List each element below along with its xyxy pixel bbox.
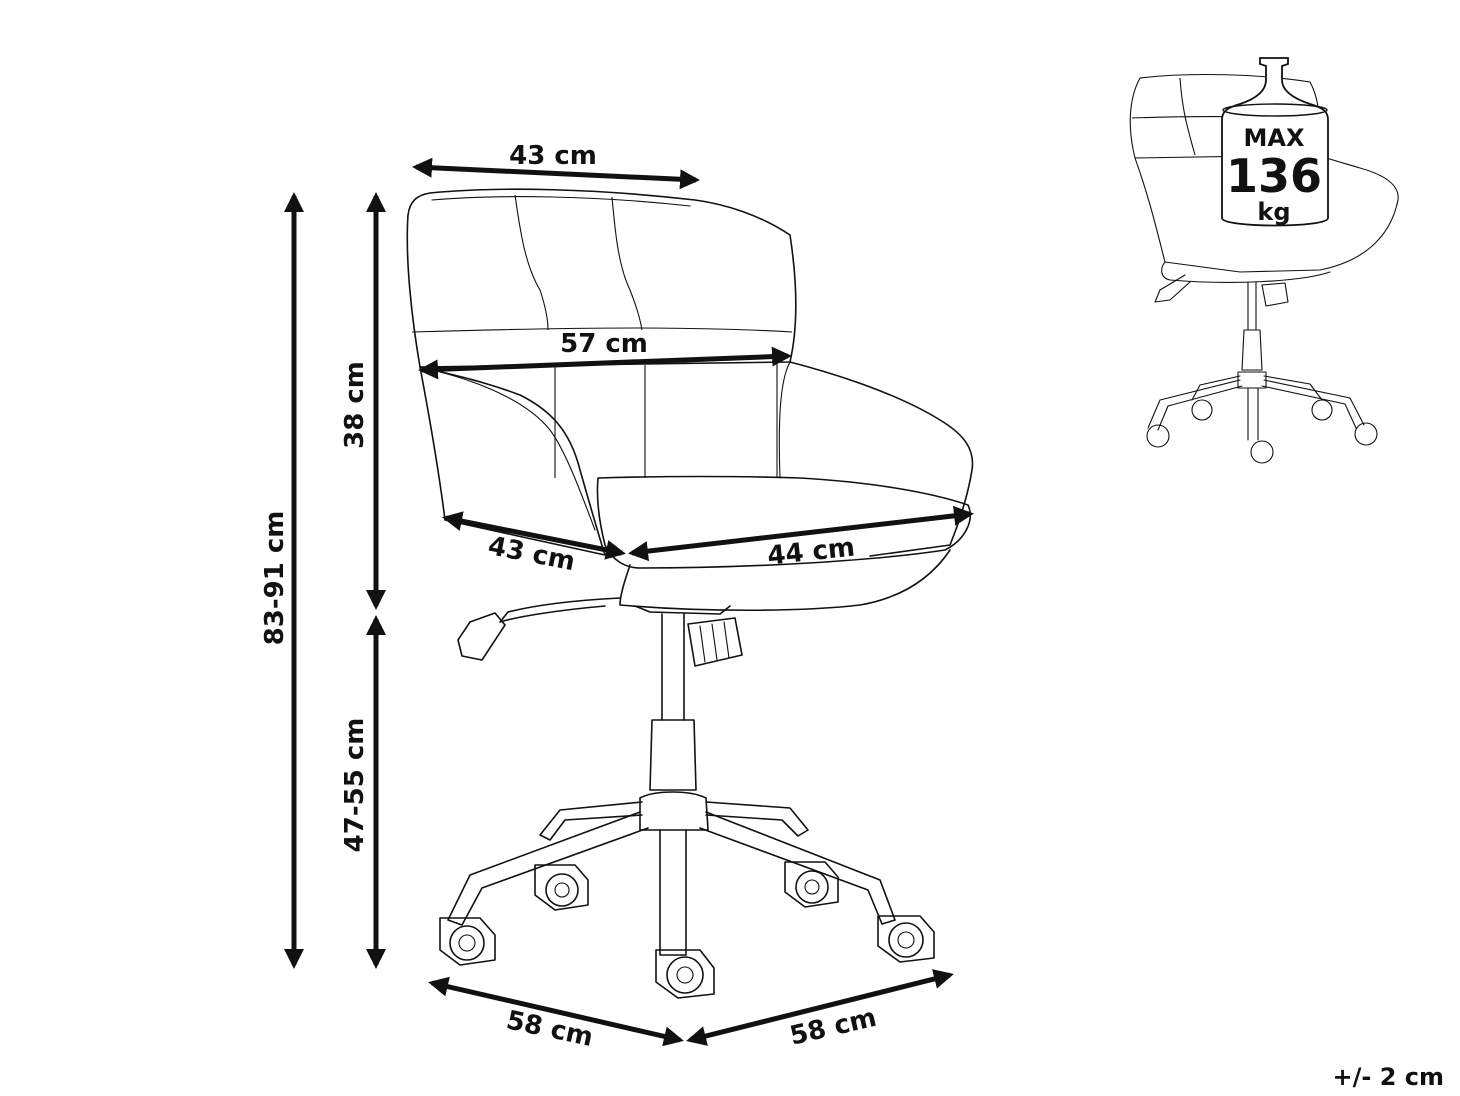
caster-right-front <box>877 915 935 963</box>
weight-max-label: MAX <box>1244 124 1305 152</box>
caster-left-back <box>534 864 589 911</box>
label-total-height: 83-91 cm <box>260 511 290 646</box>
small-chair-drawing <box>1129 73 1399 464</box>
dimension-arrows <box>284 157 974 1047</box>
main-chair-drawing <box>406 188 974 999</box>
caster-front <box>655 949 715 999</box>
weight-value-label: 136 <box>1226 149 1322 203</box>
tolerance-note: +/- 2 cm <box>1333 1063 1444 1091</box>
label-top-back-width: 43 cm <box>509 141 597 171</box>
weight-unit-label: kg <box>1257 198 1290 226</box>
caster-right-back <box>784 861 839 908</box>
label-seat-depth: 43 cm <box>486 531 578 577</box>
caster-left-front <box>439 917 496 966</box>
weight-jar-icon <box>1221 57 1329 227</box>
label-seat-height: 47-55 cm <box>340 718 370 853</box>
label-arm-width: 57 cm <box>560 329 648 359</box>
label-back-height: 38 cm <box>340 361 370 449</box>
